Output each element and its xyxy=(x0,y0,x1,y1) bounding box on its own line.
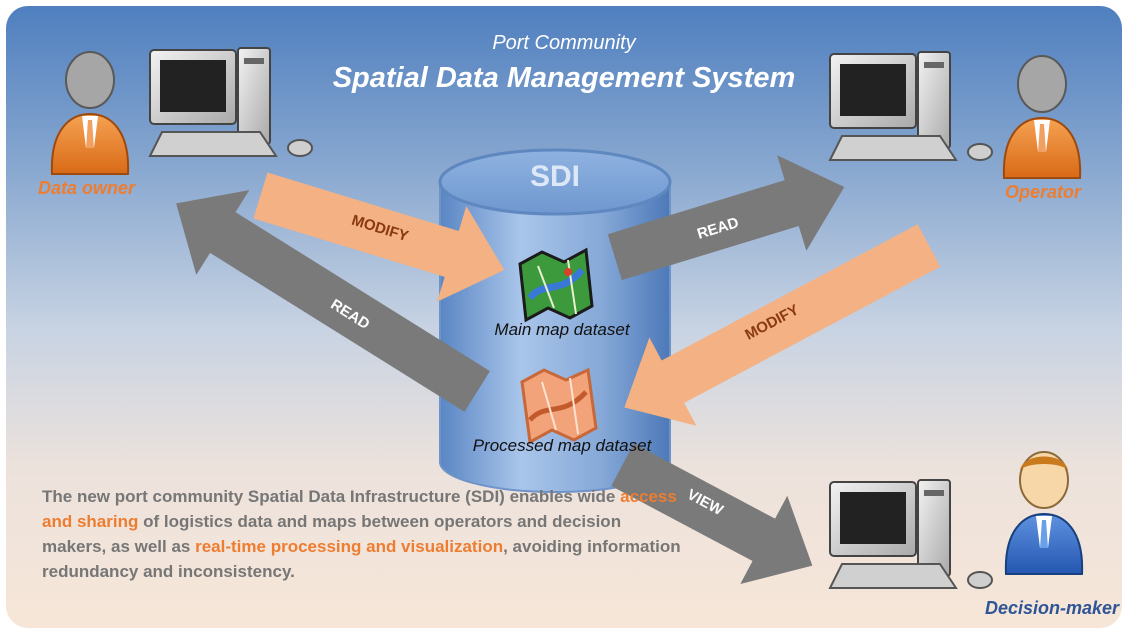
person-icon xyxy=(1002,55,1082,179)
processed-map-icon xyxy=(520,367,598,445)
computer-icon xyxy=(148,47,313,157)
processed-dataset-label: Processed map dataset xyxy=(472,436,652,455)
description-highlight: access and sharing xyxy=(42,487,677,531)
person-icon xyxy=(50,51,130,175)
arrow-owner-modify xyxy=(253,172,505,302)
sdi-label: SDI xyxy=(529,160,580,193)
diagram-subtitle: Port Community xyxy=(492,32,636,54)
arrow-decision-view xyxy=(611,443,813,585)
operator-label: Operator xyxy=(1005,182,1082,202)
data-owner-label: Data owner xyxy=(38,178,136,198)
decision-maker-label: Decision-maker xyxy=(985,598,1120,618)
main-map-icon xyxy=(518,247,594,323)
arrow-owner-read xyxy=(176,190,490,412)
arrow-operator-modify xyxy=(624,224,941,426)
computer-icon xyxy=(828,479,993,589)
computer-icon xyxy=(828,51,993,161)
description-paragraph: The new port community Spatial Data Infr… xyxy=(42,484,682,584)
diagram-title: Spatial Data Management System xyxy=(332,62,796,94)
description-text: , avoiding information redundancy and in… xyxy=(42,537,681,581)
arrow-operator-read xyxy=(607,155,845,281)
person-icon xyxy=(1004,451,1084,575)
main-dataset-label: Main map dataset xyxy=(494,320,630,339)
description-text: of logistics data and maps between opera… xyxy=(42,512,622,556)
description-highlight: real-time processing and visualization xyxy=(195,537,504,556)
description-text: The new port community Spatial Data Infr… xyxy=(42,487,621,506)
